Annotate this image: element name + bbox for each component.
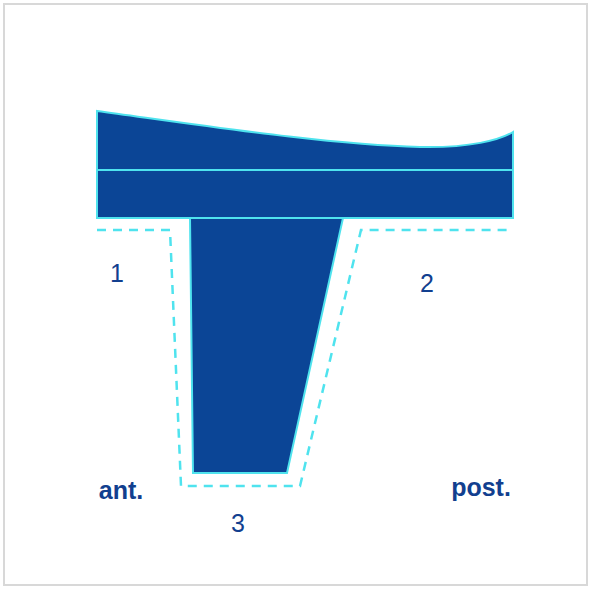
dashed-contour bbox=[97, 230, 513, 486]
callout-number: 3 bbox=[231, 510, 245, 538]
stem bbox=[190, 218, 343, 473]
callout-number: 1 bbox=[110, 260, 124, 288]
callout-number: 2 bbox=[420, 270, 434, 298]
plate-layer-line bbox=[97, 169, 513, 171]
frame bbox=[4, 4, 587, 585]
direction-label: post. bbox=[451, 474, 511, 502]
direction-label: ant. bbox=[99, 477, 143, 505]
tibial-plate bbox=[97, 111, 513, 218]
